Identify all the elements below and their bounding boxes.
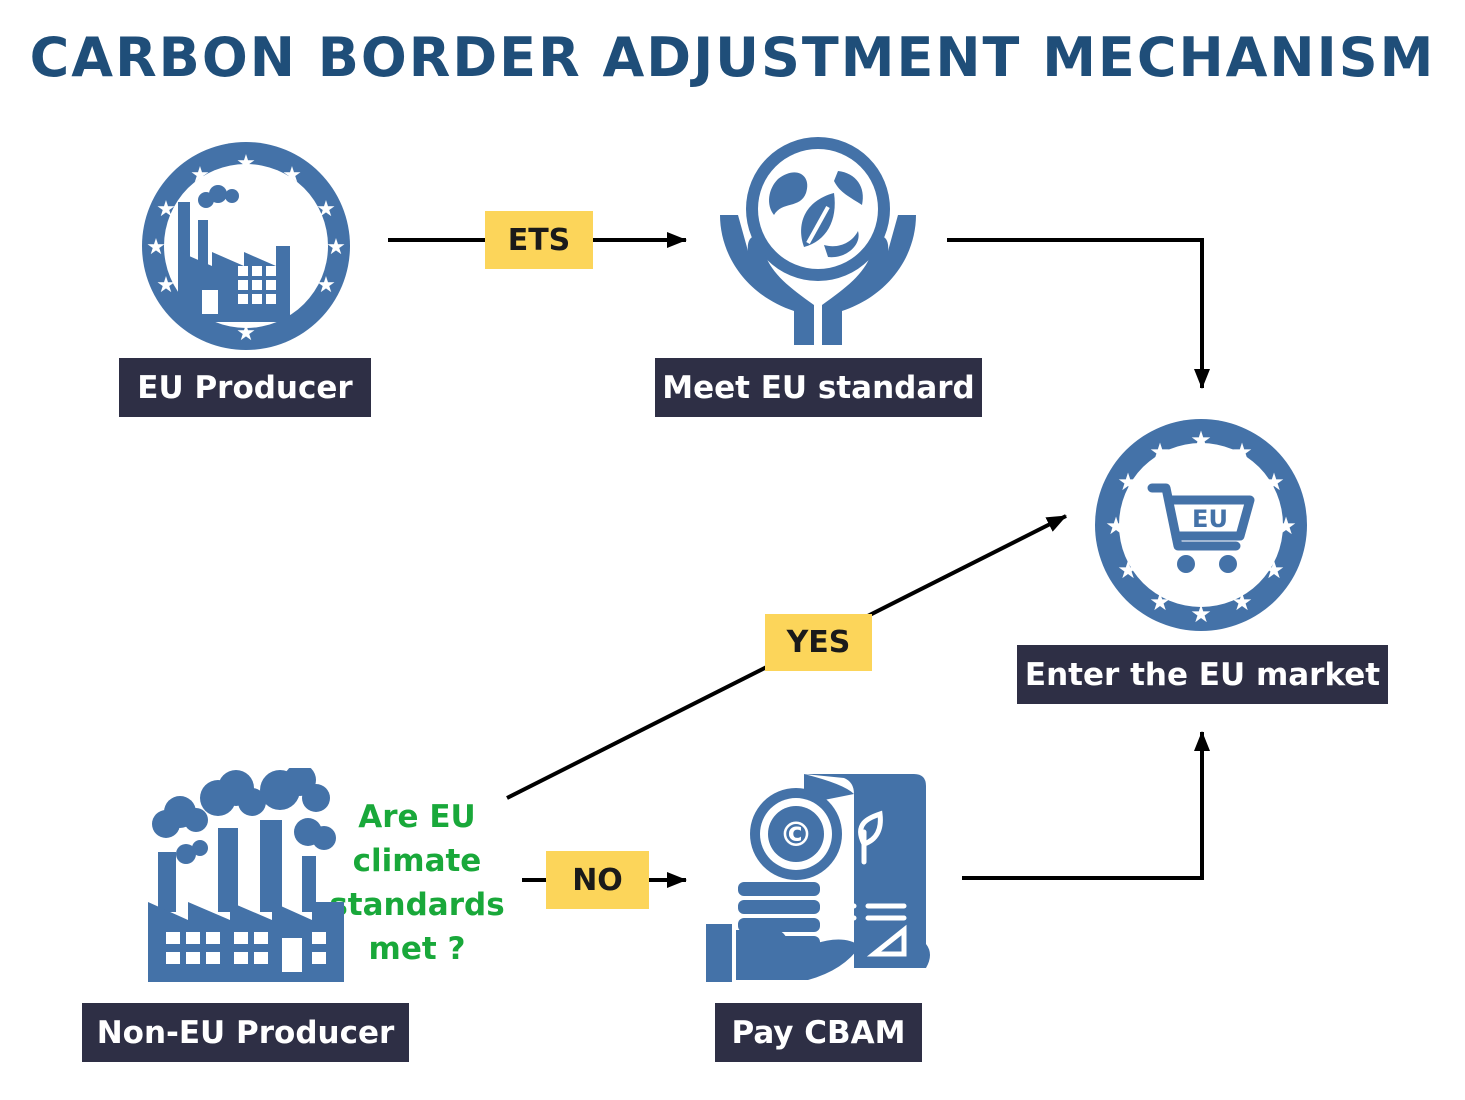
eu-factory-icon: ★ ★ ★ ★ ★ ★ ★ ★ ★ ★	[142, 142, 350, 350]
arrow-standard-to-market	[947, 238, 1210, 389]
svg-text:★: ★	[236, 151, 256, 176]
svg-text:★: ★	[1275, 512, 1297, 540]
svg-text:★: ★	[316, 197, 336, 222]
arrow-cbam-to-market	[962, 731, 1210, 880]
svg-text:★: ★	[1190, 600, 1212, 628]
svg-text:★: ★	[236, 321, 256, 346]
pay-cbam-label: Pay CBAM	[715, 1003, 922, 1062]
svg-text:★: ★	[1231, 588, 1253, 616]
svg-text:★: ★	[1190, 426, 1212, 454]
svg-text:★: ★	[326, 235, 346, 260]
svg-text:★: ★	[190, 163, 210, 188]
eu-producer-label: EU Producer	[119, 358, 371, 417]
svg-text:★: ★	[146, 235, 166, 260]
non-eu-producer-label: Non-EU Producer	[82, 1003, 409, 1062]
meet-eu-standard-label: Meet EU standard	[655, 358, 982, 417]
svg-text:★: ★	[1231, 438, 1253, 466]
climate-standards-question: Are EU climate standards met ?	[329, 799, 505, 967]
svg-text:★: ★	[1263, 468, 1285, 496]
diagram-title: CARBON BORDER ADJUSTMENT MECHANISM	[29, 26, 1436, 89]
svg-text:★: ★	[1263, 556, 1285, 584]
svg-text:©: ©	[779, 815, 813, 855]
polluting-factory-icon	[148, 768, 344, 982]
svg-text:★: ★	[1117, 556, 1139, 584]
svg-text:★: ★	[1149, 588, 1171, 616]
svg-text:★: ★	[282, 163, 302, 188]
globe-in-hands-icon	[720, 137, 916, 345]
eu-shopping-cart-icon: ★ ★ ★ ★ ★ ★ ★ ★ ★ ★ ★ ★ EU	[1095, 419, 1307, 631]
svg-text:★: ★	[1117, 468, 1139, 496]
svg-text:★: ★	[1149, 438, 1171, 466]
svg-text:★: ★	[156, 273, 176, 298]
cart-eu-text: EU	[1192, 505, 1228, 533]
svg-text:★: ★	[316, 273, 336, 298]
svg-text:★: ★	[1105, 512, 1127, 540]
ets-tag: ETS	[485, 211, 593, 269]
no-tag: NO	[546, 851, 649, 909]
svg-text:★: ★	[156, 197, 176, 222]
yes-tag: YES	[765, 614, 872, 671]
enter-eu-market-label: Enter the EU market	[1017, 645, 1388, 704]
carbon-payment-icon: ©	[706, 774, 930, 982]
